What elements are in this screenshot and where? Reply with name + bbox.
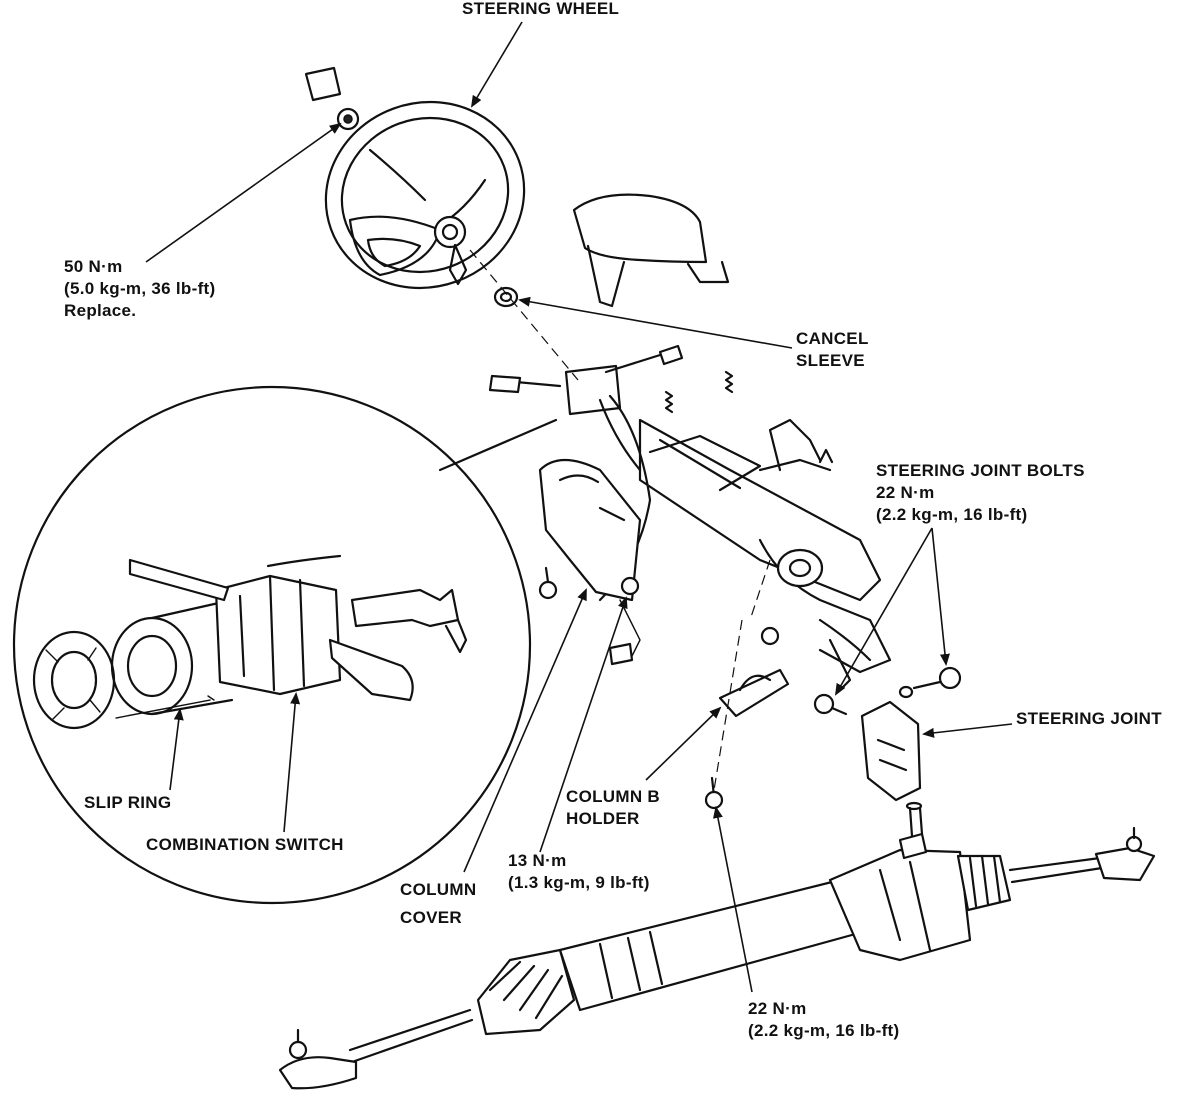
horn-cap	[304, 66, 342, 102]
leader-joint-bolts-1	[931, 527, 950, 666]
column-spring-2	[664, 390, 674, 414]
column-cover-line-1: COLUMN	[400, 880, 477, 899]
label-column-torque: 13 N·m (1.3 kg-m, 9 lb-ft)	[508, 850, 650, 894]
leader-cancel-sleeve	[518, 296, 793, 349]
slip-ring-text: SLIP RING	[84, 793, 172, 812]
column-b-holder-line-1: COLUMN B	[566, 787, 660, 806]
column-b-holder-part	[718, 668, 790, 718]
column-cover-line-2: COVER	[400, 908, 462, 927]
steering-joint-bolt-2	[813, 693, 848, 716]
column-cover-bolt	[620, 576, 640, 596]
leader-combination-switch	[283, 692, 301, 833]
label-wheel-nut-torque: 50 N·m (5.0 kg-m, 36 lb-ft) Replace.	[64, 256, 215, 322]
label-cancel-sleeve: CANCEL SLEEVE	[796, 328, 869, 372]
steering-joint-text: STEERING JOINT	[1016, 709, 1162, 728]
joint-bolts-torque-kgm: (2.2 kg-m, 16 lb-ft)	[876, 505, 1028, 524]
column-spring-1	[724, 370, 734, 394]
label-steering-wheel: STEERING WHEEL	[462, 0, 619, 20]
wheel-nut-replace-note: Replace.	[64, 301, 137, 320]
joint-bolts-title: STEERING JOINT BOLTS	[876, 461, 1085, 480]
steering-rack-part	[278, 801, 1156, 1090]
steering-wheel-text: STEERING WHEEL	[462, 0, 620, 18]
leader-steering-joint	[922, 723, 1013, 738]
column-cover-screw	[538, 566, 558, 600]
label-column-b-holder: COLUMN B HOLDER	[566, 786, 660, 830]
column-bolt-small	[760, 626, 780, 646]
leader-column-b-holder	[645, 706, 722, 781]
rack-torque-kgm: (2.2 kg-m, 16 lb-ft)	[748, 1021, 900, 1040]
label-combination-switch: COMBINATION SWITCH	[146, 834, 344, 856]
column-torque-kgm: (1.3 kg-m, 9 lb-ft)	[508, 873, 650, 892]
leader-wheel-nut	[145, 122, 342, 263]
leader-column-torque	[539, 596, 628, 853]
label-steering-joint-bolts: STEERING JOINT BOLTS 22 N·m (2.2 kg-m, 1…	[876, 460, 1085, 526]
leader-rack-torque	[713, 806, 753, 993]
leader-joint-bolts-2	[834, 527, 933, 696]
wheel-nut-torque-nm: 50 N·m	[64, 257, 123, 276]
label-rack-torque: 22 N·m (2.2 kg-m, 16 lb-ft)	[748, 998, 899, 1042]
joint-bolts-torque-nm: 22 N·m	[876, 483, 935, 502]
label-column-cover: COLUMN COVER	[400, 876, 476, 932]
joint-washer	[898, 685, 914, 699]
label-slip-ring: SLIP RING	[84, 792, 171, 814]
leader-slip-ring	[169, 708, 184, 791]
leader-steering-wheel	[470, 21, 523, 108]
cancel-sleeve-part	[493, 286, 519, 308]
detail-inset	[12, 385, 558, 905]
assembly-axis-1	[469, 249, 579, 381]
label-steering-joint: STEERING JOINT	[1016, 708, 1162, 730]
wheel-nut	[336, 107, 360, 131]
assembly-axis-3	[749, 559, 771, 621]
steering-column-part	[638, 418, 892, 692]
cancel-sleeve-line-2: SLEEVE	[796, 351, 865, 370]
assembly-axis-2	[713, 619, 743, 791]
leader-column-cover	[463, 588, 587, 873]
column-b-holder-line-2: HOLDER	[566, 809, 640, 828]
lower-column-cover	[538, 459, 642, 602]
steering-joint-bolt-1	[912, 666, 962, 690]
cancel-sleeve-line-1: CANCEL	[796, 329, 869, 348]
upper-column-cover	[572, 193, 730, 308]
wheel-nut-torque-kgm: (5.0 kg-m, 36 lb-ft)	[64, 279, 216, 298]
rack-torque-nm: 22 N·m	[748, 999, 807, 1018]
column-torque-nm: 13 N·m	[508, 851, 567, 870]
holder-bolt	[704, 776, 724, 810]
steering-wheel-part	[324, 100, 526, 290]
combination-switch-text: COMBINATION SWITCH	[146, 835, 344, 854]
steering-joint-part	[860, 700, 922, 802]
